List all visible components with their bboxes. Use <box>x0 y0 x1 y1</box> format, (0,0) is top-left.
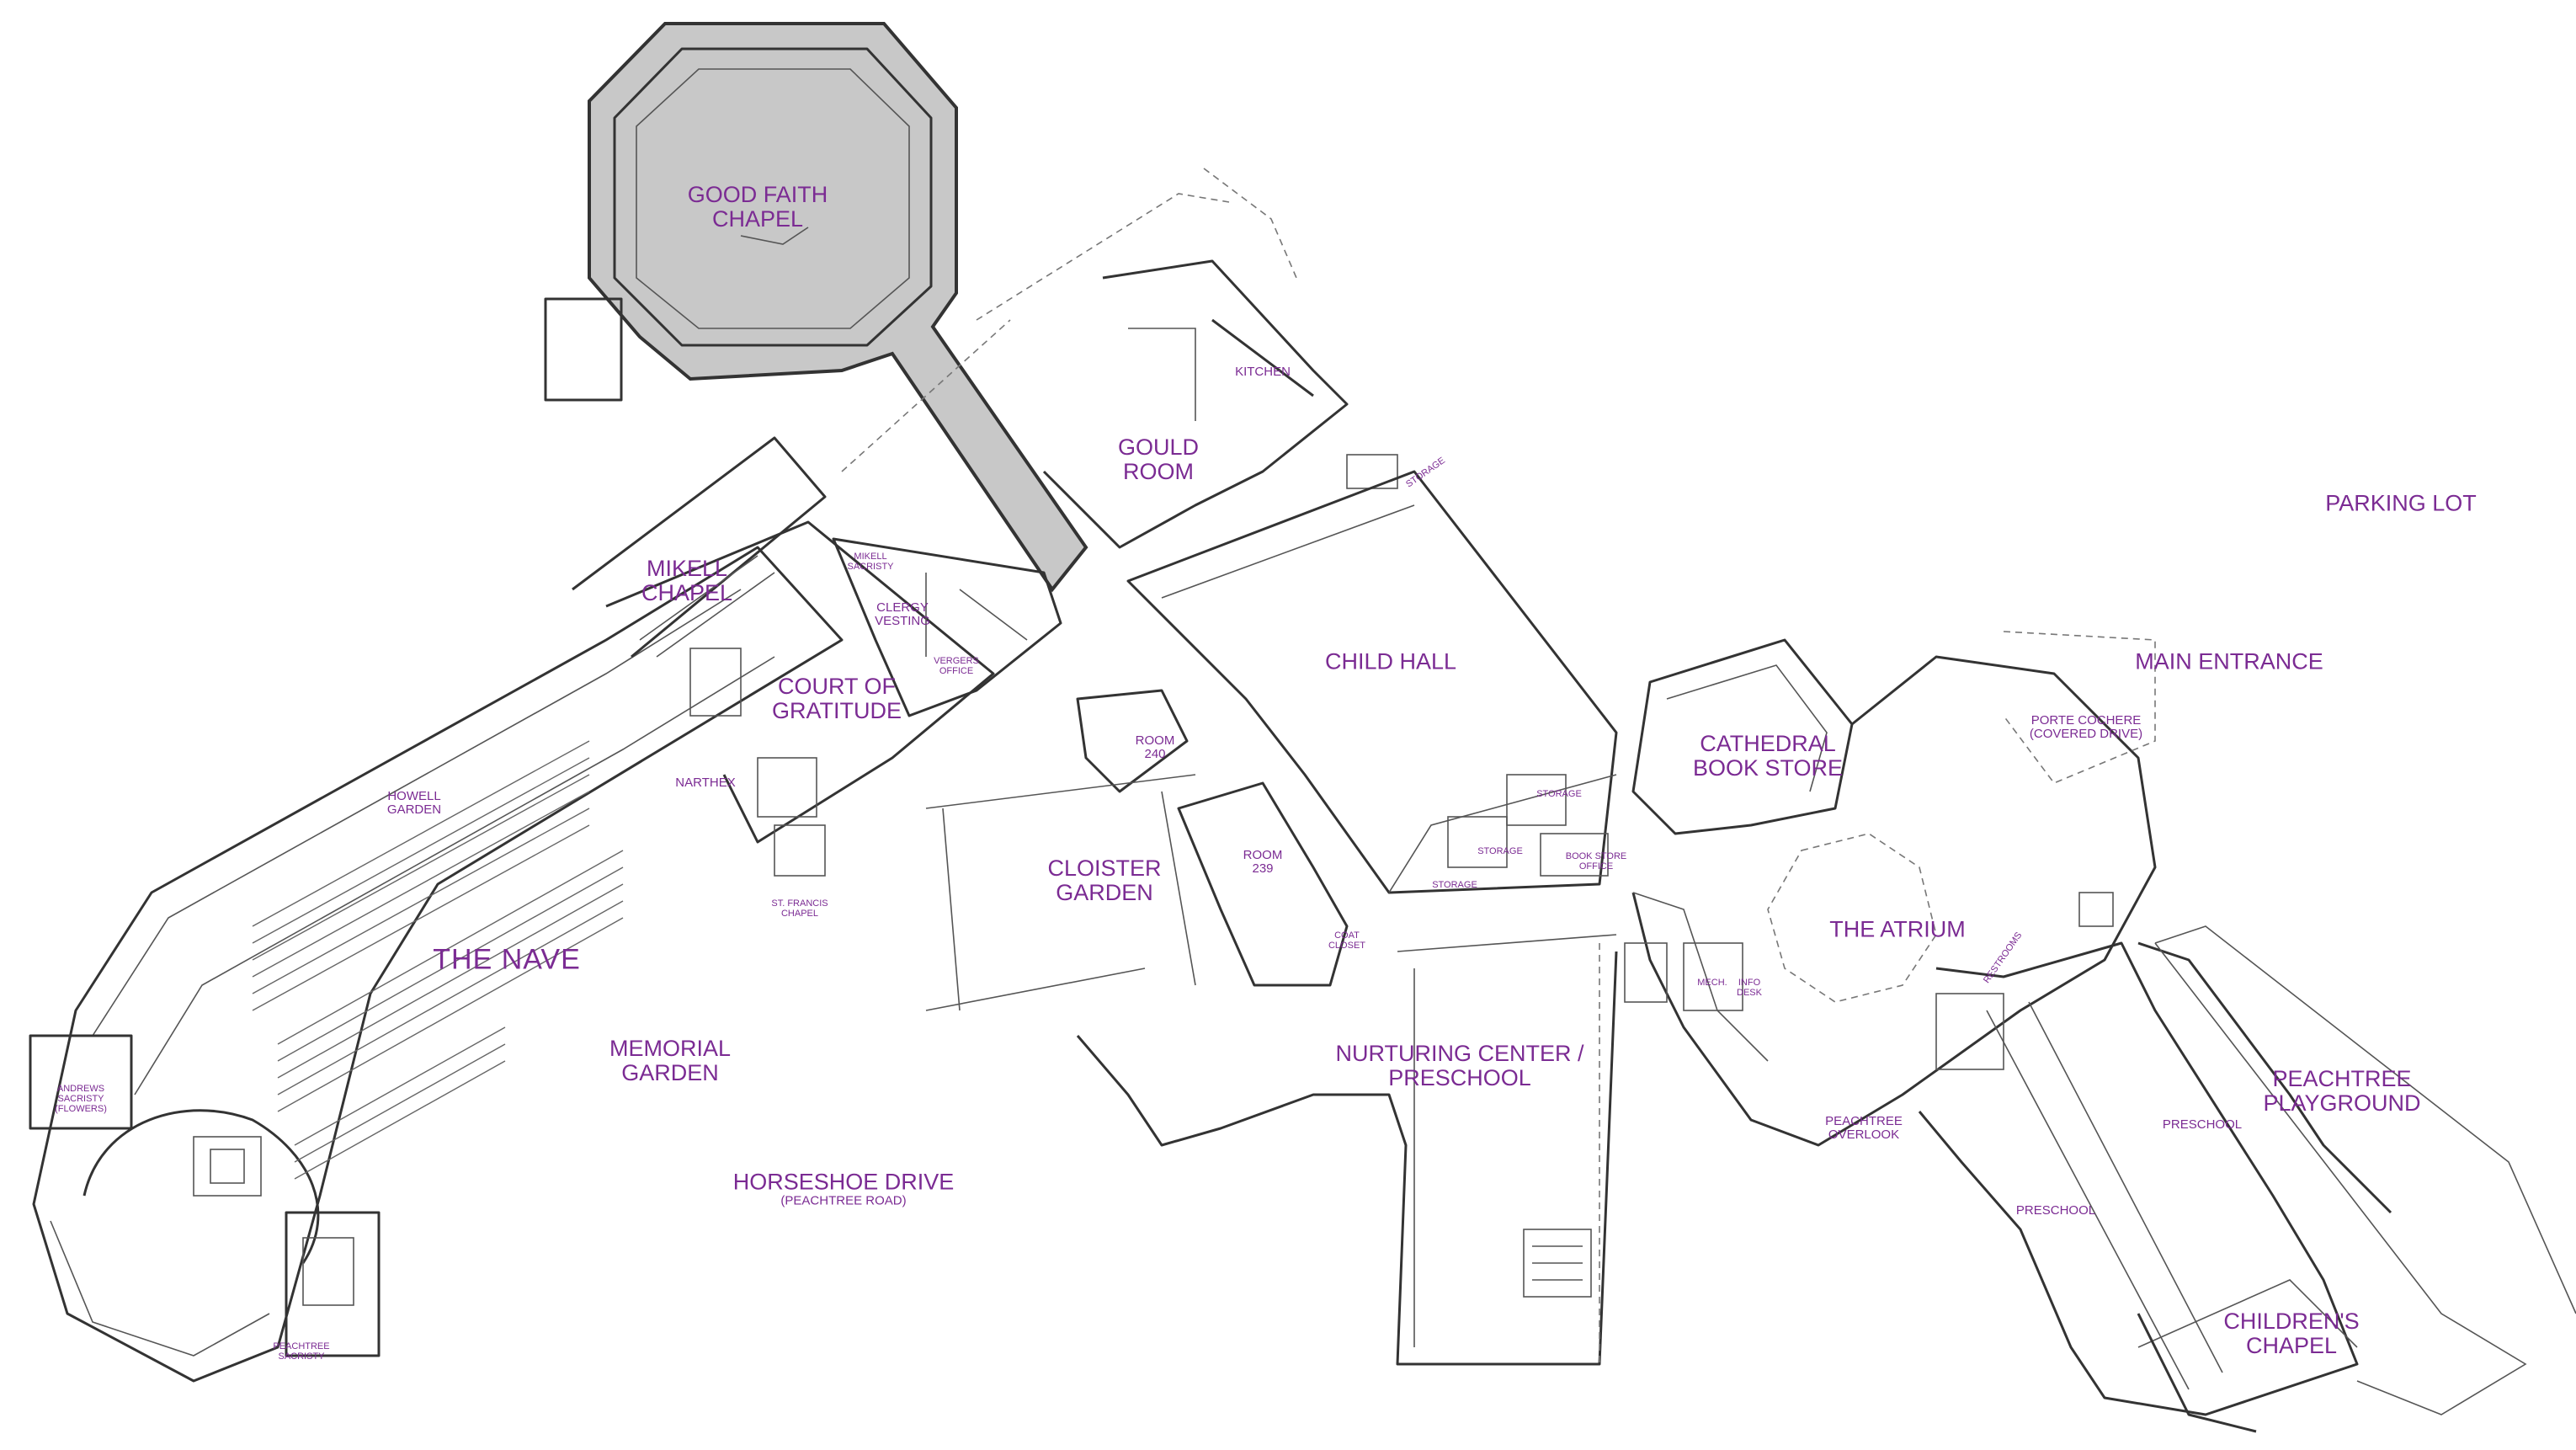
mikell-court-area <box>572 436 995 877</box>
nurturing-center-label: NURTURING CENTER / PRESCHOOL <box>1335 1040 1584 1090</box>
gould-room-label: GOULD ROOM <box>1117 434 1200 484</box>
childrens-chapel-label: CHILDREN'S CHAPEL <box>2223 1308 2360 1358</box>
preschool-wing <box>1918 892 2576 1433</box>
room-240-label: ROOM 240 <box>1135 733 1175 761</box>
mech-label: MECH. <box>1697 978 1727 989</box>
porte-cochere-label: PORTE COCHERE (COVERED DRIVE) <box>2029 712 2143 741</box>
memorial-garden-label: MEMORIAL GARDEN <box>609 1035 732 1085</box>
peachtree-sacristy-label: PEACHTREE SACRISTY <box>273 1341 330 1362</box>
mikell-sacristy-label: MIKELL SACRISTY <box>847 552 894 572</box>
the-nave-label: THE NAVE <box>433 943 581 976</box>
info-desk-label: INFO DESK <box>1737 978 1762 998</box>
cloister-rooms <box>925 689 1618 1366</box>
nave-pews <box>193 740 624 1197</box>
coat-closet-label: COAT CLOSET <box>1328 930 1366 951</box>
andrews-sacristy-label: ANDREWS SACRISTY (FLOWERS) <box>55 1084 107 1114</box>
atrium-bookstore <box>1624 631 2157 1147</box>
child-hall-label: CHILD HALL <box>1324 648 1457 674</box>
storage-label-1: STORAGE <box>1536 789 1582 800</box>
good-faith-chapel-shape <box>544 22 1088 593</box>
parking-lot-label: PARKING LOT <box>2325 490 2477 516</box>
peachtree-road-label: (PEACHTREE ROAD) <box>780 1193 907 1208</box>
narthex-label: NARTHEX <box>675 775 736 790</box>
central-rooms <box>832 168 1398 717</box>
preschool-label-2: PRESCHOOL <box>2015 1202 2096 1218</box>
howell-garden-label: HOWELL GARDEN <box>386 788 442 817</box>
room-239-label: ROOM 239 <box>1243 847 1283 876</box>
kitchen-label: KITCHEN <box>1235 364 1291 379</box>
main-entrance-label: MAIN ENTRANCE <box>2135 648 2323 674</box>
clergy-vesting-label: CLERGY VESTING <box>875 600 930 628</box>
cathedral-book-store-label: CATHEDRAL BOOK STORE <box>1692 730 1844 781</box>
mikell-chapel-label: MIKELL CHAPEL <box>641 555 733 605</box>
peachtree-overlook-label: PEACHTREE OVERLOOK <box>1825 1113 1903 1142</box>
book-store-office-label: BOOK STORE OFFICE <box>1565 851 1627 872</box>
cloister-garden-label: CLOISTER GARDEN <box>1047 855 1162 905</box>
the-atrium-label: THE ATRIUM <box>1829 916 1966 942</box>
storage-label-2: STORAGE <box>1477 846 1523 857</box>
preschool-label-1: PRESCHOOL <box>2162 1117 2243 1132</box>
horseshoe-drive-label: HORSESHOE DRIVE (PEACHTREE ROAD) <box>732 1169 955 1208</box>
nave-sacristies <box>29 1034 381 1357</box>
good-faith-chapel-label: GOOD FAITH CHAPEL <box>687 181 828 232</box>
court-of-gratitude-label: COURT OF GRATITUDE <box>772 673 902 723</box>
peachtree-playground-label: PEACHTREE PLAYGROUND <box>2263 1065 2421 1116</box>
vergers-office-label: VERGERS OFFICE <box>934 656 979 676</box>
storage-label-3: STORAGE <box>1432 880 1477 891</box>
child-hall-shape <box>1126 470 1618 894</box>
st-francis-chapel-label: ST. FRANCIS CHAPEL <box>771 898 828 919</box>
